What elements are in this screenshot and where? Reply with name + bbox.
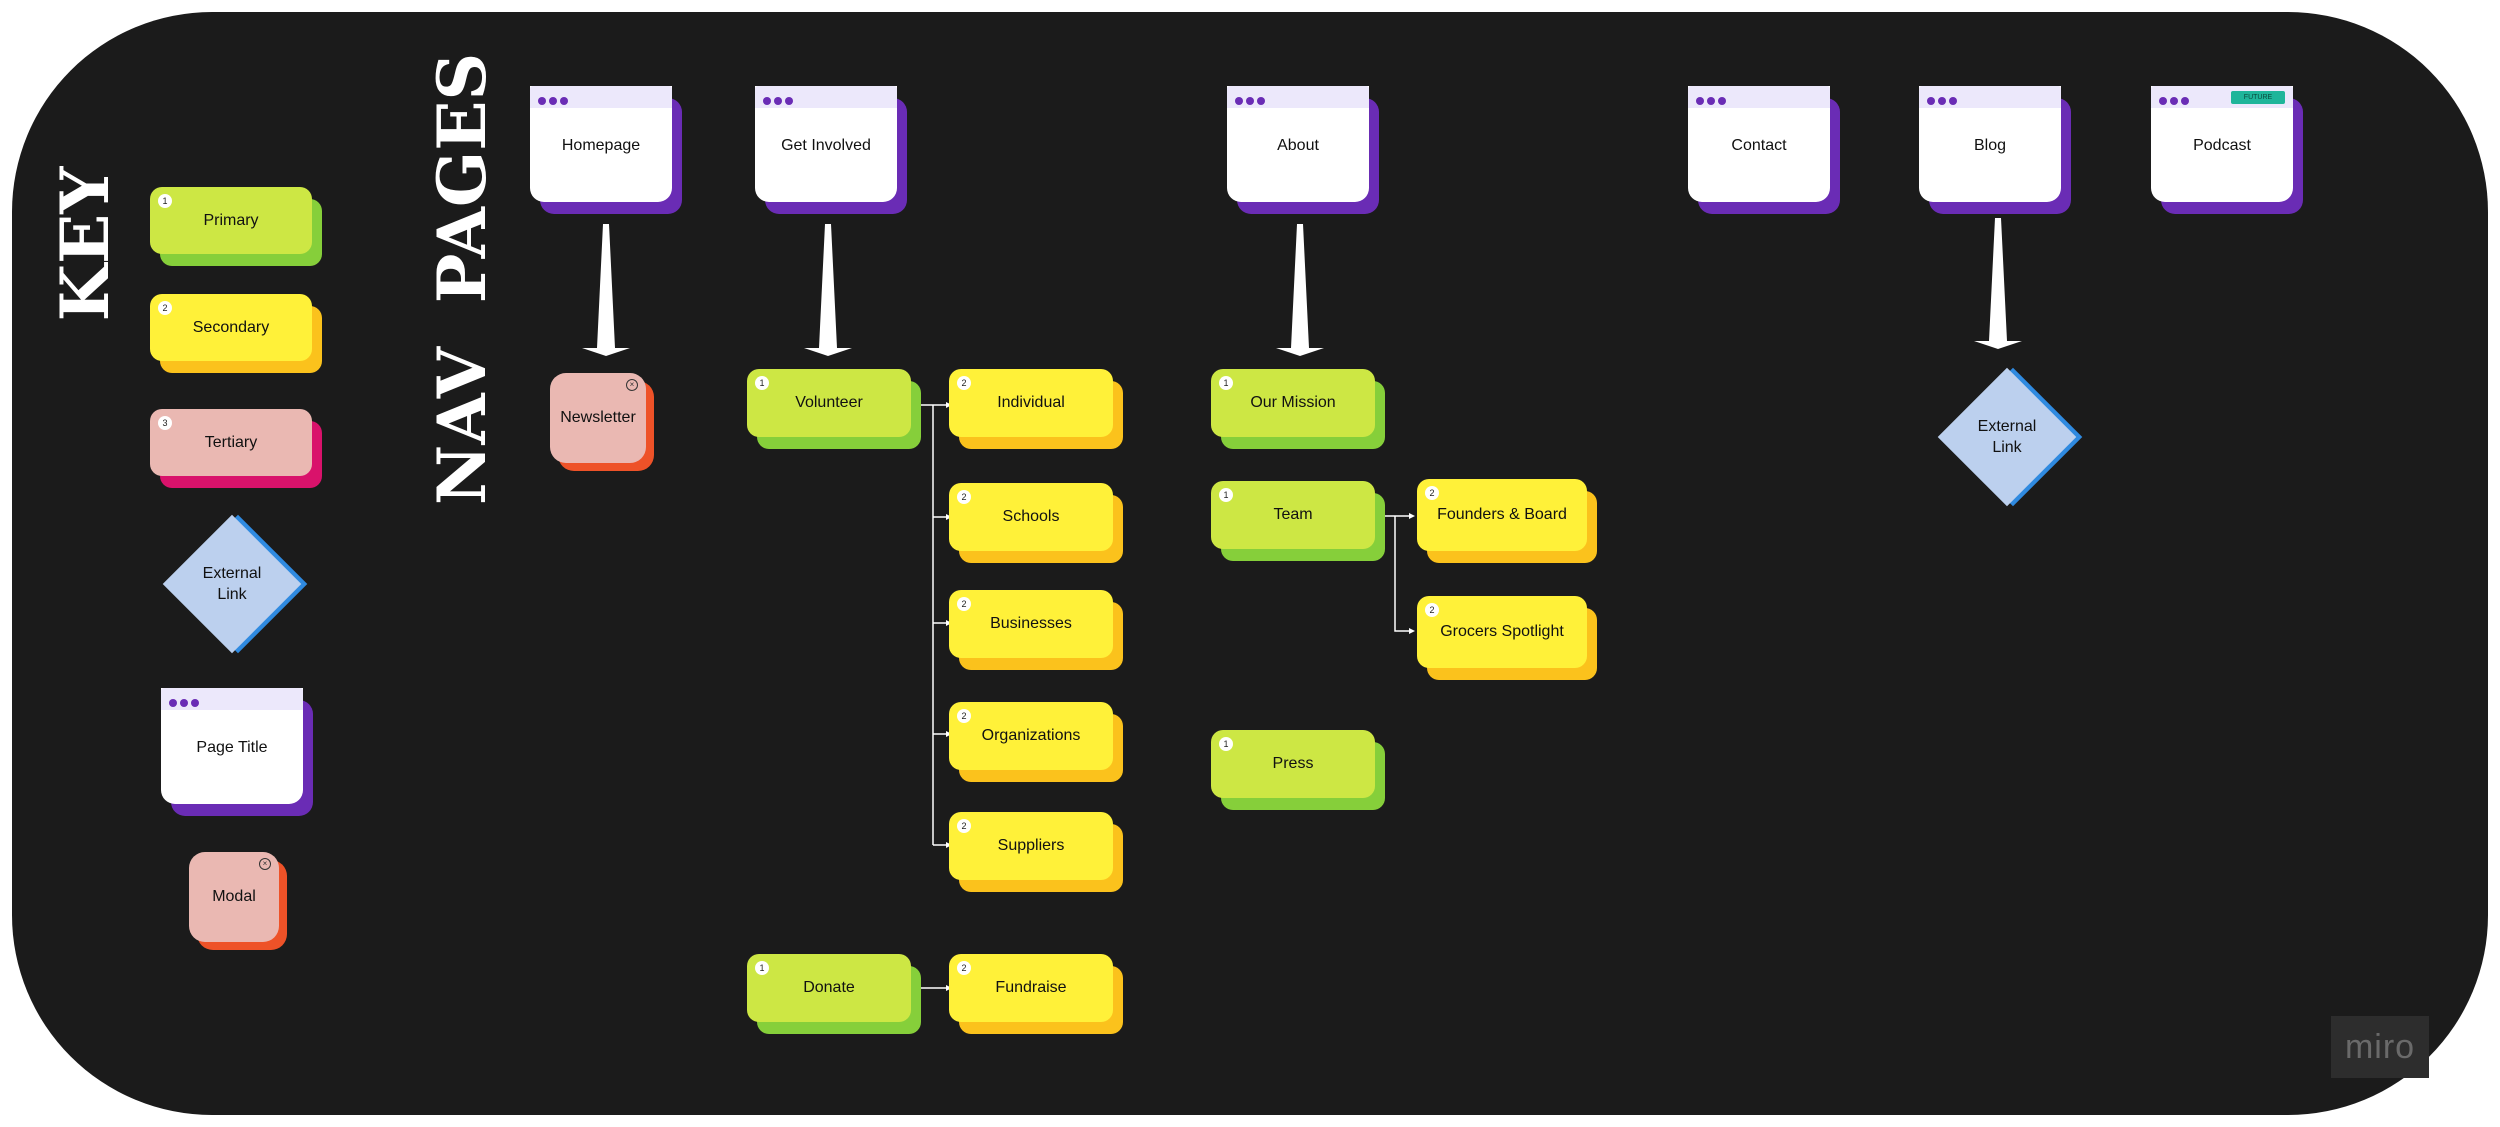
level-badge: 3: [158, 416, 172, 430]
level-badge: 1: [1219, 488, 1233, 502]
card-label: Press: [1272, 755, 1314, 772]
nav-blog-external-link[interactable]: External Link: [1935, 365, 2083, 509]
card-label: Suppliers: [997, 837, 1065, 854]
card-label: Modal: [212, 888, 256, 905]
page-title: Contact: [1731, 137, 1787, 154]
level-badge: 2: [957, 376, 971, 390]
nav-label: NAV: [423, 347, 501, 505]
card-label: Secondary: [192, 318, 270, 336]
card-label: Tertiary: [204, 433, 258, 451]
card-label: Team: [1273, 506, 1313, 523]
window-dots-icon: [169, 694, 202, 712]
page-title: Page Title: [196, 739, 268, 756]
level-badge: 1: [755, 376, 769, 390]
window-dots-icon: [538, 92, 571, 110]
key-page-title-card[interactable]: Page Title: [161, 688, 313, 816]
card-label: Volunteer: [795, 394, 863, 411]
page-contact[interactable]: Contact: [1688, 86, 1840, 214]
page-about[interactable]: About: [1227, 86, 1379, 214]
page-blog[interactable]: Blog: [1919, 86, 2071, 214]
external-link-label: External Link: [1977, 418, 2037, 456]
arrow-about-our-mission: [1276, 224, 1324, 356]
page-title: About: [1277, 137, 1319, 154]
arrow-blog-external-link: [1974, 218, 2022, 349]
close-icon: ×: [626, 379, 638, 391]
card-label: Fundraise: [995, 979, 1067, 996]
window-dots-icon: [1927, 92, 1960, 110]
arrow-homepage-newsletter: [582, 224, 630, 356]
key-modal-card[interactable]: × Modal: [189, 852, 287, 950]
nav-newsletter-modal[interactable]: × Newsletter: [550, 373, 654, 471]
page-title: Get Involved: [781, 137, 871, 154]
arrow-get-involved-volunteer: [804, 224, 852, 356]
card-label: Schools: [1002, 508, 1060, 525]
level-badge: 1: [1219, 376, 1233, 390]
pages-label: PAGES: [423, 52, 501, 304]
page-title: Podcast: [2193, 137, 2251, 154]
window-dots-icon: [1235, 92, 1268, 110]
connector-volunteer-children: [918, 404, 946, 846]
level-badge: 2: [957, 490, 971, 504]
level-badge: 2: [957, 819, 971, 833]
level-badge: 2: [1425, 486, 1439, 500]
page-title: Blog: [1973, 137, 2007, 154]
external-link-label: External Link: [202, 565, 262, 603]
window-dots-icon: [763, 92, 796, 110]
card-label: Organizations: [981, 727, 1081, 744]
window-dots-icon: [1696, 92, 1729, 110]
level-badge: 2: [957, 597, 971, 611]
card-label: Primary: [203, 211, 259, 229]
key-external-link[interactable]: External Link: [162, 514, 308, 654]
miro-watermark: miro: [2331, 1016, 2429, 1078]
level-badge: 1: [1219, 737, 1233, 751]
card-label: Businesses: [990, 615, 1072, 632]
page-get-involved[interactable]: Get Involved: [755, 86, 907, 214]
card-label: Individual: [997, 394, 1065, 411]
window-dots-icon: [2159, 92, 2192, 110]
card-label: Our Mission: [1250, 394, 1336, 411]
page-podcast[interactable]: FUTURE Podcast: [2151, 86, 2303, 214]
future-badge: FUTURE: [2231, 91, 2285, 104]
close-icon: ×: [259, 858, 271, 870]
card-label: Founders & Board: [1437, 506, 1567, 523]
level-badge: 2: [158, 301, 172, 315]
card-label: Newsletter: [560, 409, 636, 426]
card-label: Donate: [803, 979, 855, 996]
level-badge: 2: [957, 709, 971, 723]
level-badge: 1: [158, 194, 172, 208]
key-label: KEY: [46, 166, 124, 322]
page-title: Homepage: [561, 137, 641, 154]
connector-team-children: [1376, 515, 1409, 632]
level-badge: 2: [957, 961, 971, 975]
card-label: Grocers Spotlight: [1440, 623, 1564, 640]
connector-layer: [582, 218, 2022, 991]
level-badge: 1: [755, 961, 769, 975]
page-homepage[interactable]: Homepage: [530, 86, 682, 214]
level-badge: 2: [1425, 603, 1439, 617]
